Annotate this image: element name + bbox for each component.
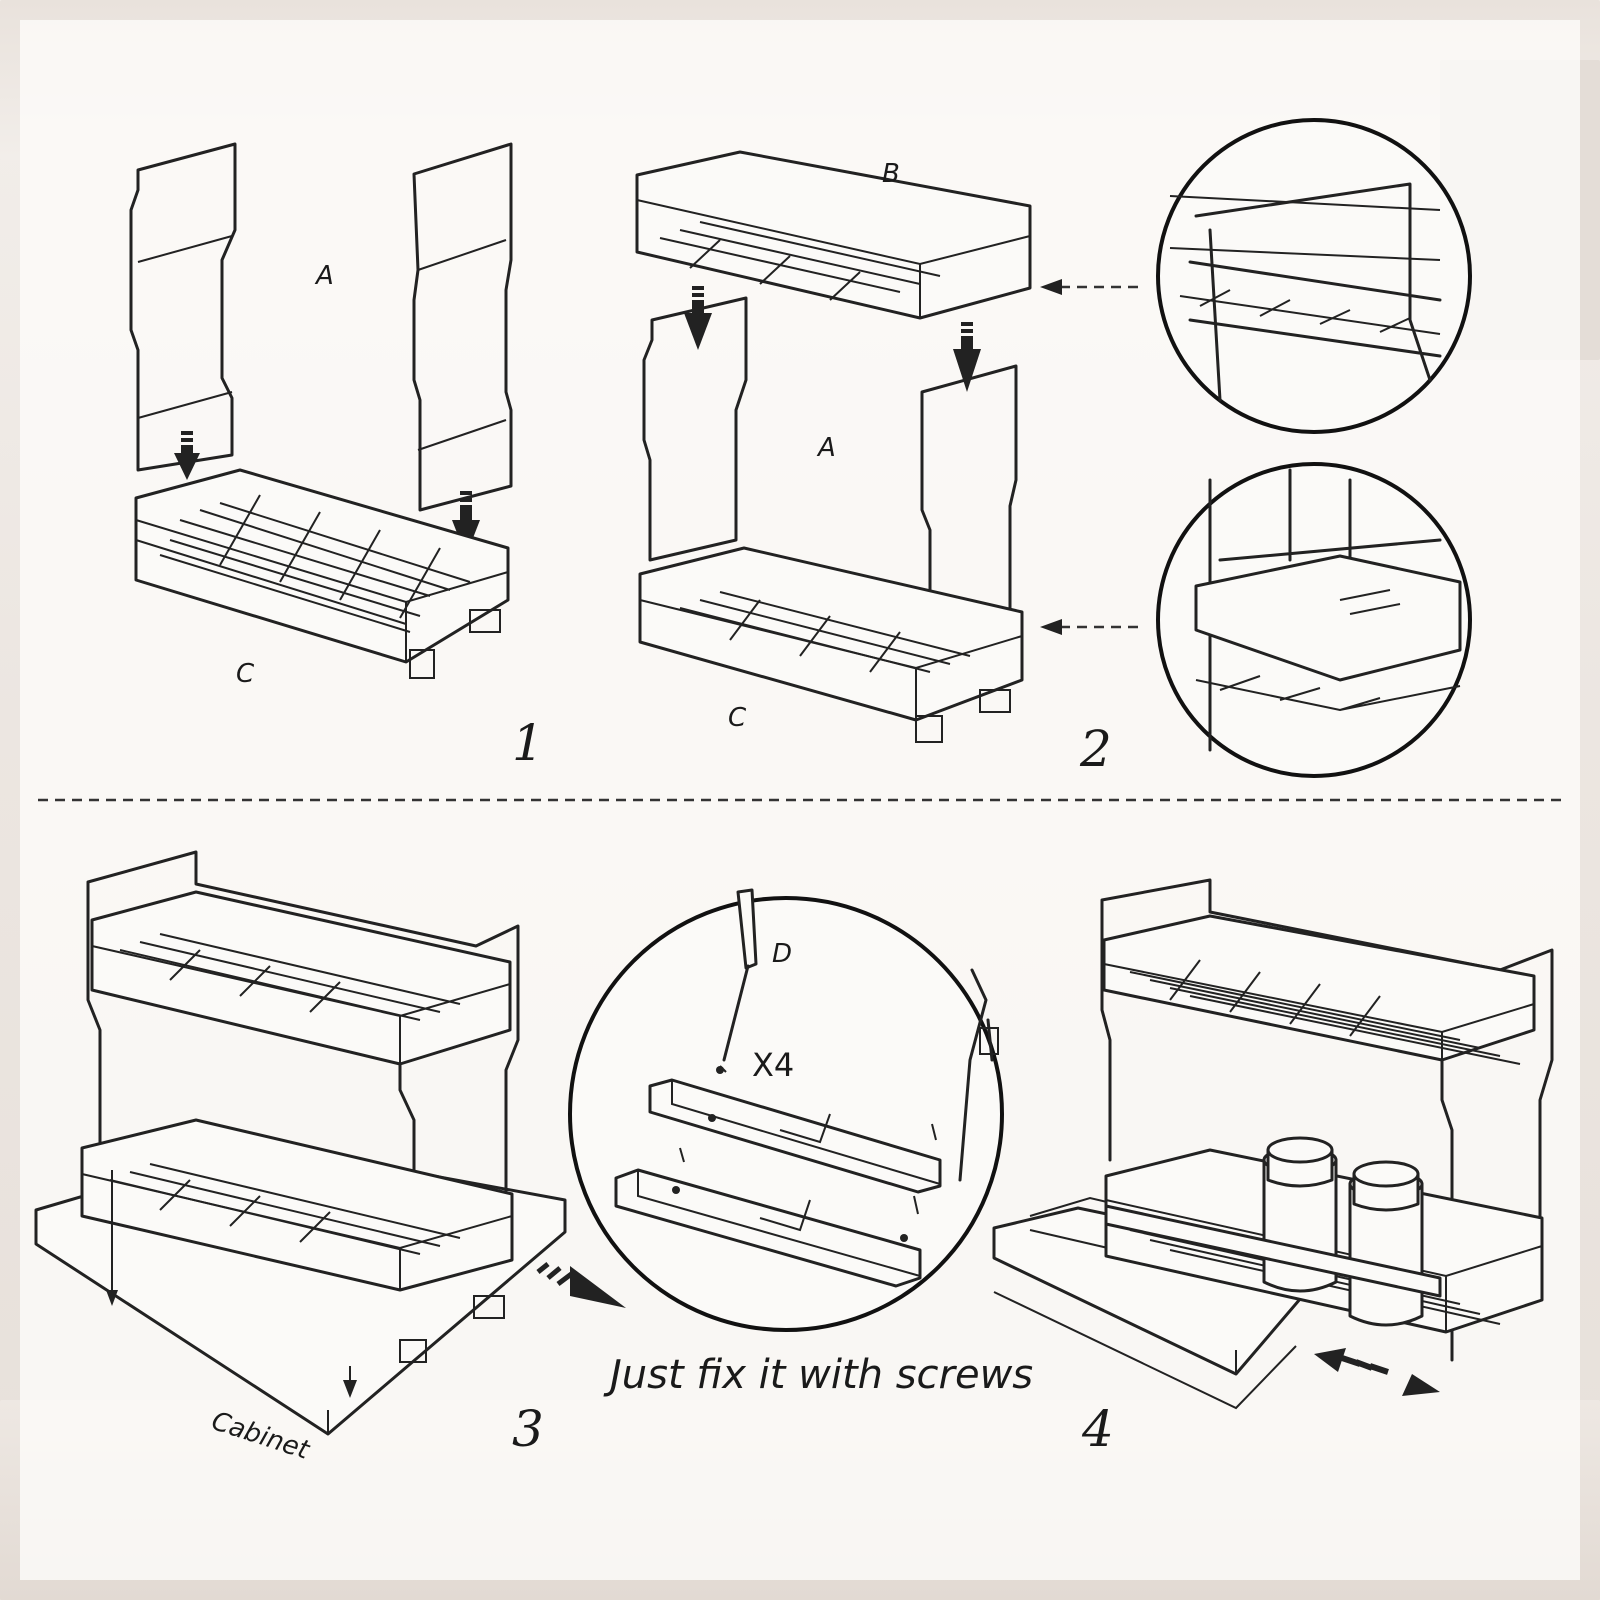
step1-illustration bbox=[129, 142, 513, 679]
double-arrow-icon bbox=[1314, 1348, 1440, 1396]
frame-a-left bbox=[642, 296, 748, 562]
arrow-down-icon bbox=[953, 322, 981, 392]
part-label-c: C bbox=[236, 659, 255, 689]
part-label-b: B bbox=[882, 159, 900, 189]
detail-zoom-bottom bbox=[1156, 462, 1472, 778]
arrow-down-icon bbox=[684, 286, 712, 350]
frame-a-right bbox=[412, 142, 513, 512]
screw-detail-zoom bbox=[568, 888, 1004, 1332]
frame-a-left bbox=[129, 142, 237, 472]
screwdriver-icon bbox=[736, 888, 758, 970]
rack-top-shelf bbox=[1102, 914, 1536, 1062]
shelf-b bbox=[635, 150, 1032, 320]
step-number: 3 bbox=[512, 1400, 544, 1458]
arrow-down-icon bbox=[174, 431, 200, 480]
screw-count: X4 bbox=[752, 1046, 794, 1084]
arrow-left-icon bbox=[1040, 619, 1144, 635]
step2-illustration bbox=[635, 150, 1032, 743]
arrow-left-icon bbox=[1040, 279, 1144, 295]
arrow-down-icon bbox=[106, 1170, 118, 1306]
detail-zoom-top bbox=[1156, 118, 1472, 434]
step3-illustration bbox=[34, 850, 626, 1436]
part-label-a: A bbox=[314, 261, 334, 291]
step-number: 2 bbox=[1079, 720, 1112, 778]
part-label-d: D bbox=[772, 939, 792, 969]
part-label-a: A bbox=[816, 433, 836, 463]
step-number: 4 bbox=[1081, 1400, 1114, 1458]
step4-illustration bbox=[992, 878, 1554, 1410]
step-number: 1 bbox=[512, 714, 544, 772]
jar-icon bbox=[1348, 1160, 1424, 1327]
rack-top-shelf bbox=[90, 890, 512, 1066]
arrow-right-icon bbox=[536, 1262, 626, 1308]
caption-text: Just fix it with screws bbox=[603, 1352, 1033, 1398]
part-label-c: C bbox=[728, 703, 747, 733]
basket-c bbox=[134, 468, 510, 664]
arrow-down-icon bbox=[343, 1366, 357, 1398]
